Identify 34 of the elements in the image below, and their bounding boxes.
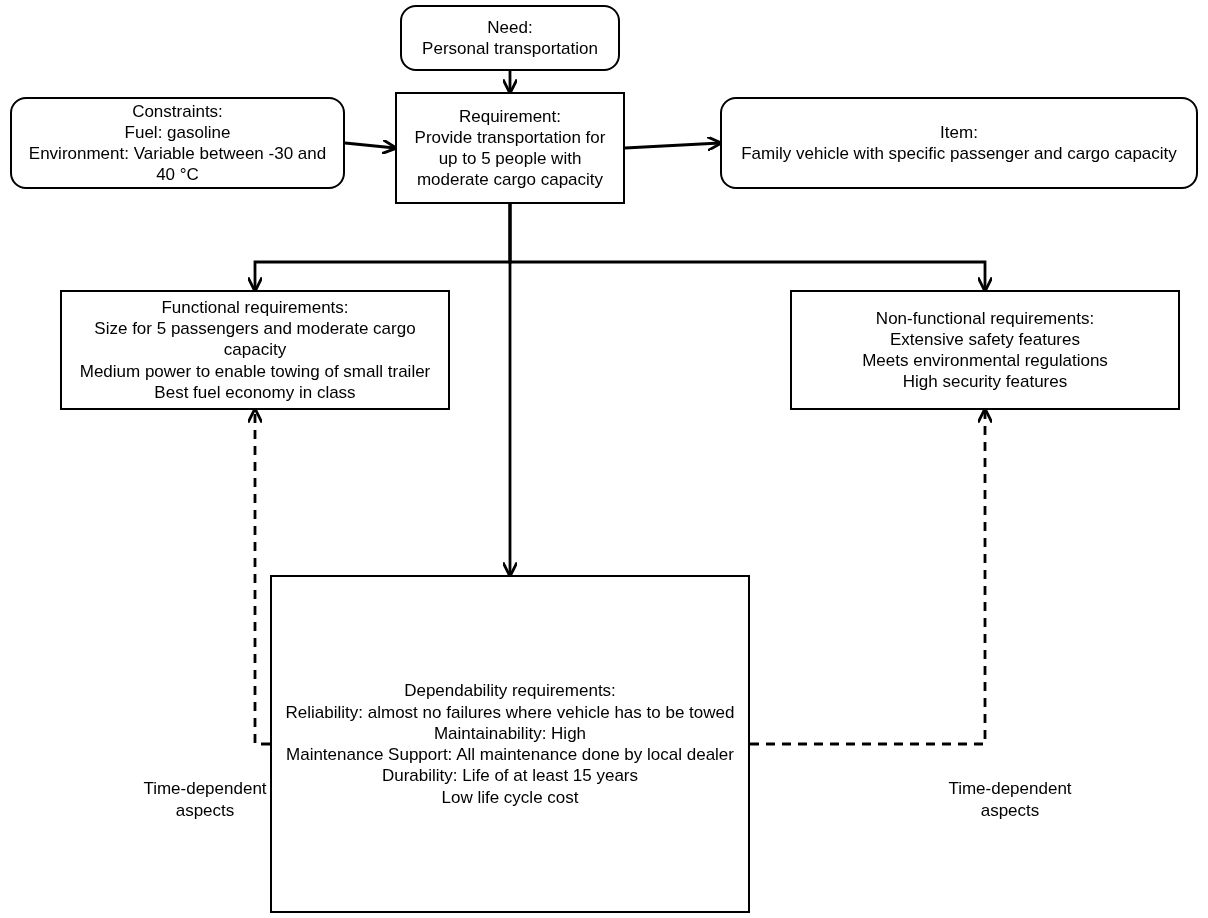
rounded-box bbox=[400, 5, 620, 71]
box-text: Durability: Life of at least 15 years bbox=[381, 765, 639, 787]
box-text: Low life cycle cost bbox=[441, 786, 579, 808]
rounded-box bbox=[10, 97, 345, 189]
rounded-box bbox=[720, 97, 1198, 189]
box-text: Personal transportation bbox=[422, 38, 598, 60]
arrow bbox=[501, 204, 519, 578]
box-text: Provide transportation for up to 5 people with moderate cargo capacity bbox=[413, 126, 607, 191]
box-text: Best fuel economy in class bbox=[154, 381, 356, 404]
box-text: Family vehicle with specific passenger and cargo capacity bbox=[741, 143, 1177, 165]
box-text: Meets environmental regulations bbox=[862, 350, 1108, 372]
box-text: Maintenance Support: All maintenance done by local dealer bbox=[286, 744, 734, 766]
box-text: Extensive safety features bbox=[890, 328, 1080, 350]
box-heading: Non-functional requirements: bbox=[875, 307, 1095, 329]
box-text: Environment: Variable between -30 and 40 °C bbox=[27, 143, 328, 186]
annotation-label: Time-dependent aspects bbox=[142, 778, 268, 823]
box-heading: Dependability requirements: bbox=[404, 680, 616, 702]
box-heading: Item: bbox=[940, 121, 978, 143]
arrow bbox=[501, 71, 519, 95]
box-text: Medium power to enable towing of small trailer bbox=[79, 360, 431, 382]
box-text: Maintainability: High bbox=[433, 722, 587, 744]
process-box bbox=[790, 290, 1180, 410]
annotation-label: Time-dependent aspects bbox=[947, 778, 1073, 823]
box-heading: Functional requirements: bbox=[161, 296, 349, 319]
process-box bbox=[270, 575, 750, 913]
process-box bbox=[395, 92, 625, 204]
box-text: High security features bbox=[902, 371, 1068, 393]
box-text: Fuel: gasoline bbox=[124, 121, 231, 143]
process-box bbox=[60, 290, 450, 410]
box-text: Reliability: almost no failures where vehicle has to be towed bbox=[285, 701, 735, 723]
box-heading: Constraints: bbox=[132, 100, 223, 122]
box-text: Size for 5 passengers and moderate cargo capacity bbox=[93, 318, 417, 361]
box-heading: Need: bbox=[487, 16, 533, 38]
box-heading: Requirement: bbox=[458, 105, 562, 127]
